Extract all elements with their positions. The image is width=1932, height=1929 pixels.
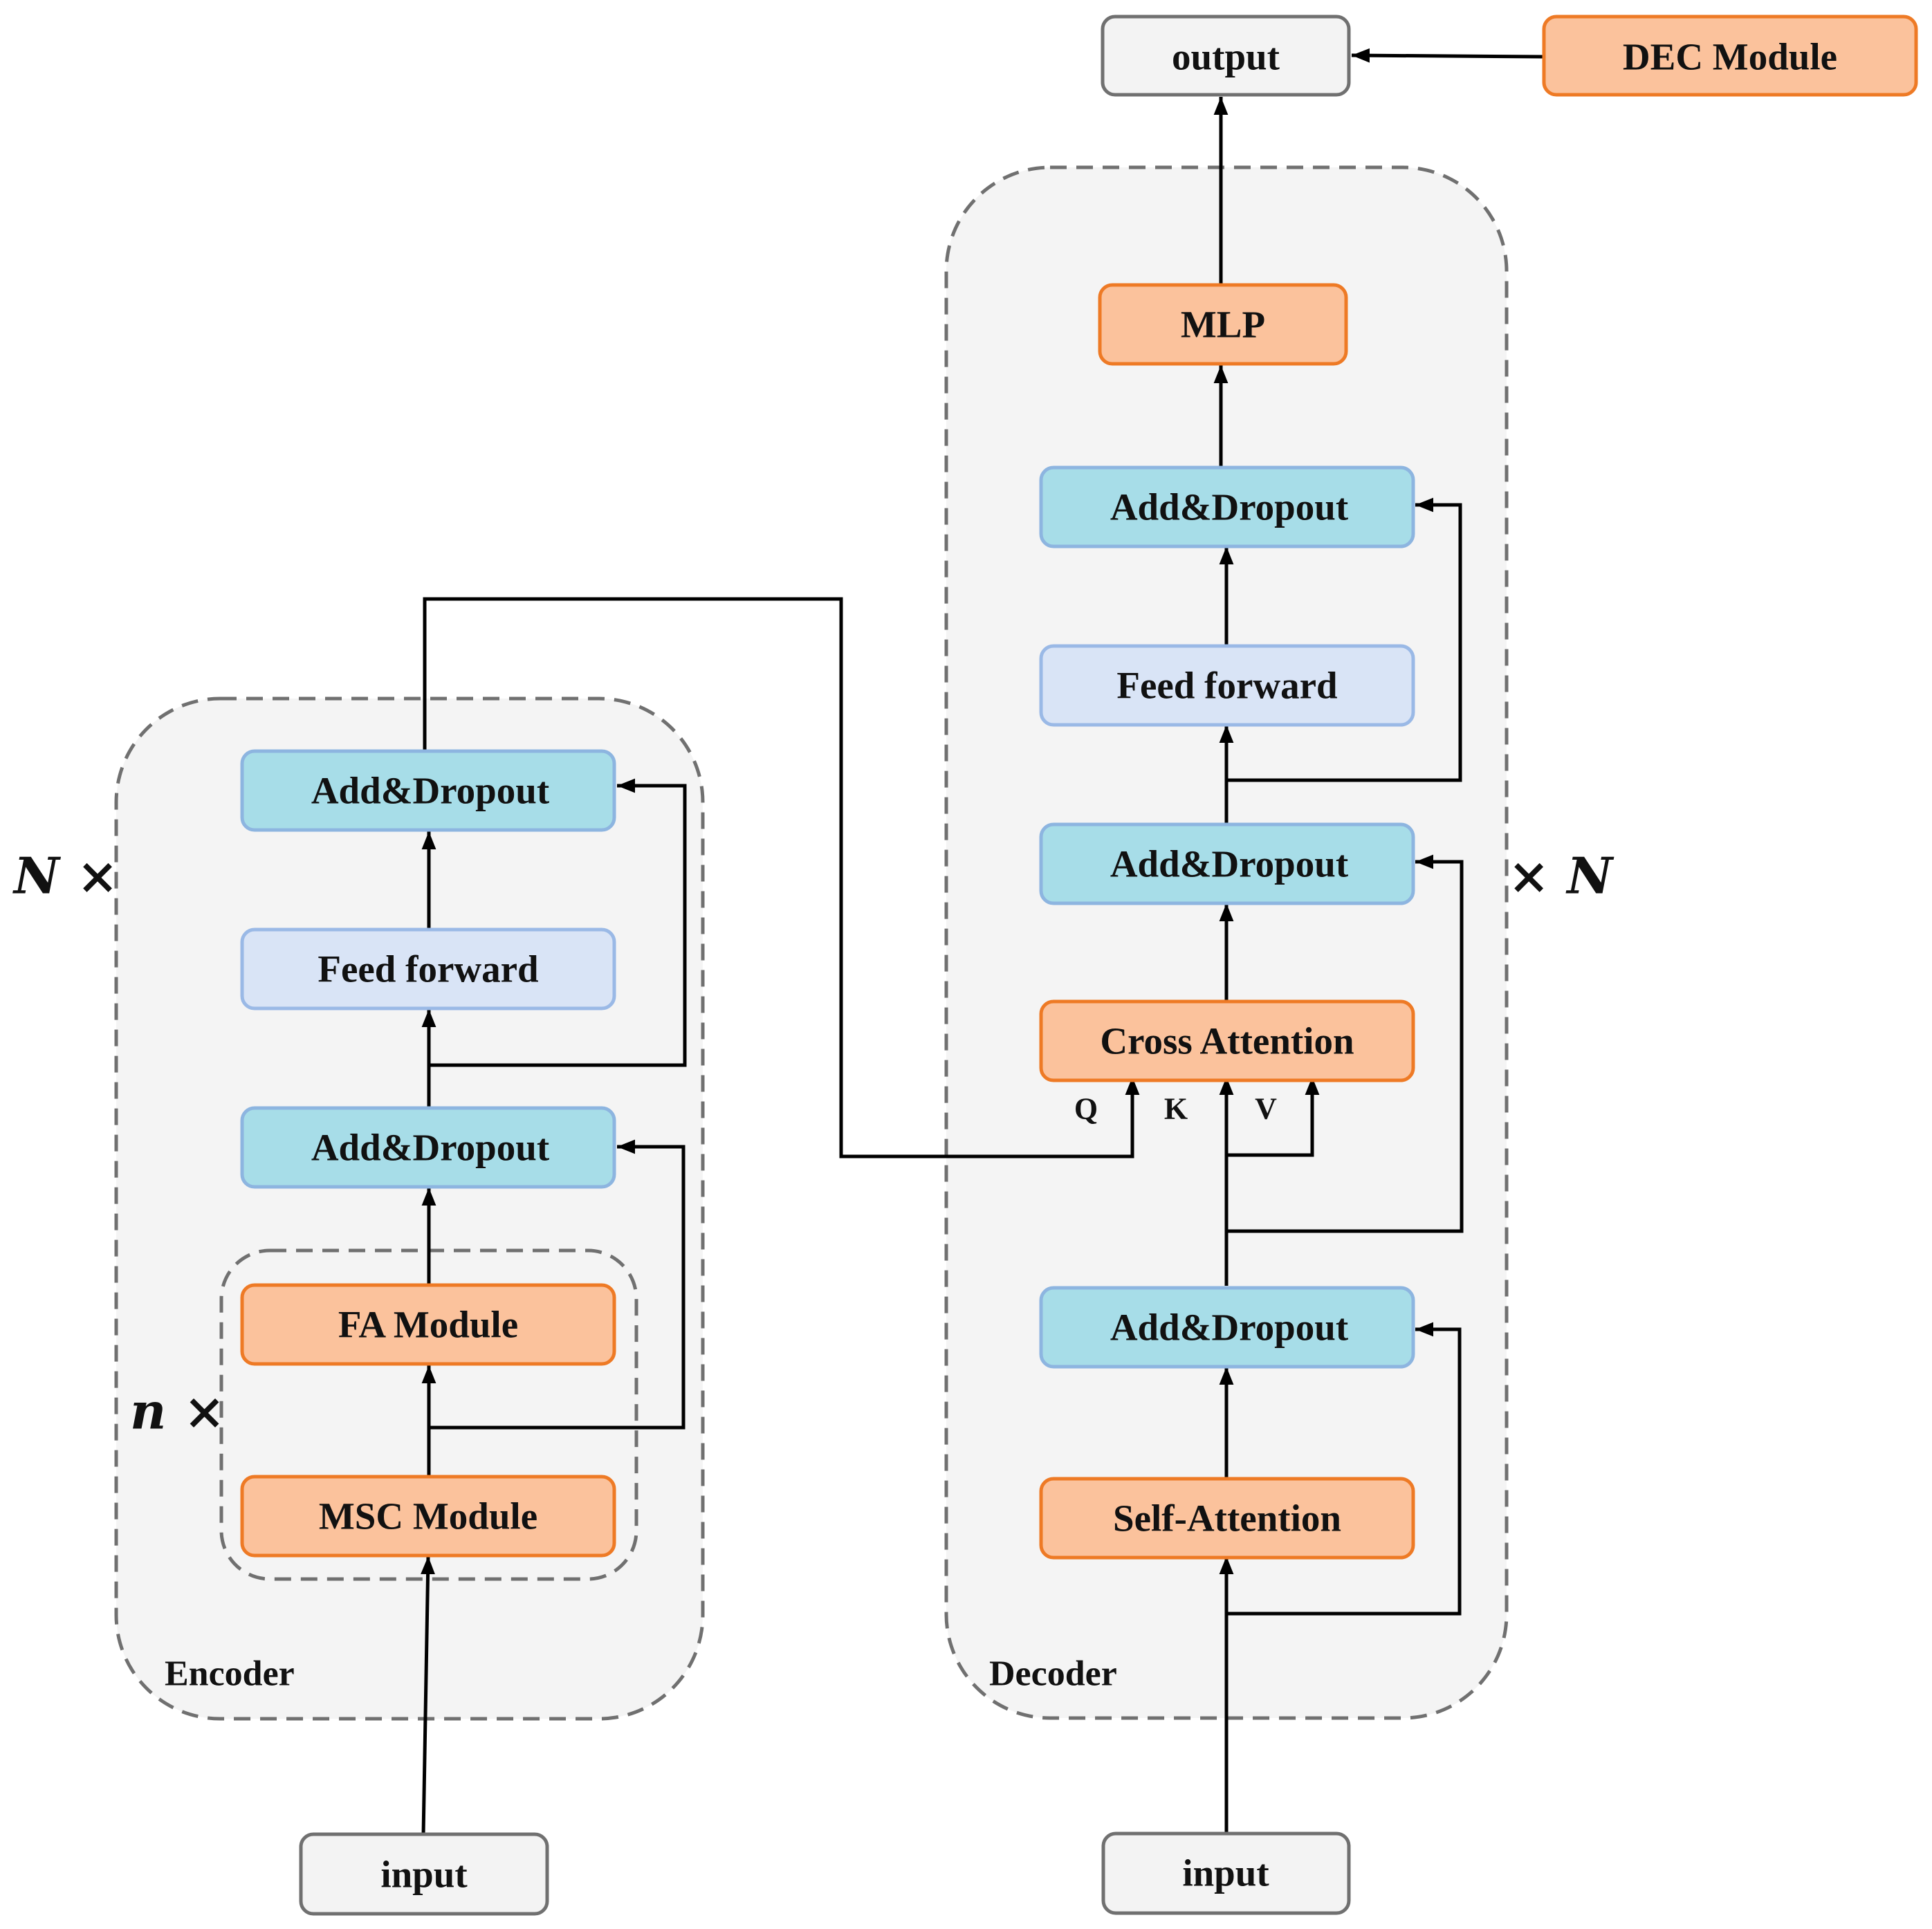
mlp-box: MLP [1098,283,1348,366]
cross-attention-box: Cross Attention [1039,999,1415,1082]
decoder-input-box: input [1101,1831,1351,1915]
msc-module-label: MSC Module [319,1495,537,1538]
msc-module-box: MSC Module [240,1475,616,1558]
dec-residual-2 [1226,854,1464,1233]
decoder-repeat: × N [1508,847,1614,905]
decoder-input-label: input [1182,1852,1269,1894]
decoder-add-dropout-1-box: Add&Dropout [1039,1286,1415,1369]
encoder-label: Encoder [165,1654,295,1694]
encoder-repeat-inner: n × [130,1382,226,1441]
self-attention-box: Self-Attention [1039,1477,1415,1560]
dec-module-label: DEC Module [1623,36,1837,78]
enc-input-to-msc [421,1556,435,1836]
encoder-repeat-outer: N × [12,847,118,905]
encoder-input-label: input [380,1854,468,1896]
encoder-add-dropout-2-box: Add&Dropout [240,749,616,832]
encoder-feed-forward-label: Feed forward [318,948,538,990]
decoder-add-dropout-2-label: Add&Dropout [1110,843,1349,885]
fa-module-label: FA Module [338,1304,518,1346]
decoder-label: Decoder [989,1654,1117,1694]
encoder-add-dropout-1-label: Add&Dropout [311,1127,550,1169]
k-label: K [1164,1092,1188,1126]
encoder-feed-forward-box: Feed forward [240,927,616,1010]
decoder-add-dropout-3-label: Add&Dropout [1110,486,1349,528]
fa-module-box: FA Module [240,1283,616,1366]
dec-residual-1 [1226,1322,1462,1616]
decoder-add-dropout-3-box: Add&Dropout [1039,465,1415,548]
encoder-add-dropout-2-label: Add&Dropout [311,770,550,812]
enc-residual-2 [429,778,687,1067]
encoder-input-box: input [299,1832,549,1916]
decoder-feed-forward-label: Feed forward [1116,665,1337,707]
encoder-add-dropout-1-box: Add&Dropout [240,1106,616,1189]
q-label: Q [1074,1092,1098,1126]
mlp-label: MLP [1181,304,1265,346]
v-label: V [1255,1092,1277,1126]
dec-module-to-output [1351,48,1545,63]
enc-to-dec-q [423,597,1140,1159]
dec-to-v [1226,1077,1320,1157]
self-attention-label: Self-Attention [1113,1497,1341,1540]
output-box: output [1101,15,1351,97]
enc-residual-1 [429,1139,686,1430]
dec-module-box: DEC Module [1542,15,1918,97]
decoder-add-dropout-2-box: Add&Dropout [1039,822,1415,905]
cross-attention-label: Cross Attention [1100,1020,1354,1062]
dec-residual-3 [1226,497,1462,782]
decoder-add-dropout-1-label: Add&Dropout [1110,1307,1349,1349]
output-label: output [1172,36,1280,78]
decoder-feed-forward-box: Feed forward [1039,644,1415,727]
